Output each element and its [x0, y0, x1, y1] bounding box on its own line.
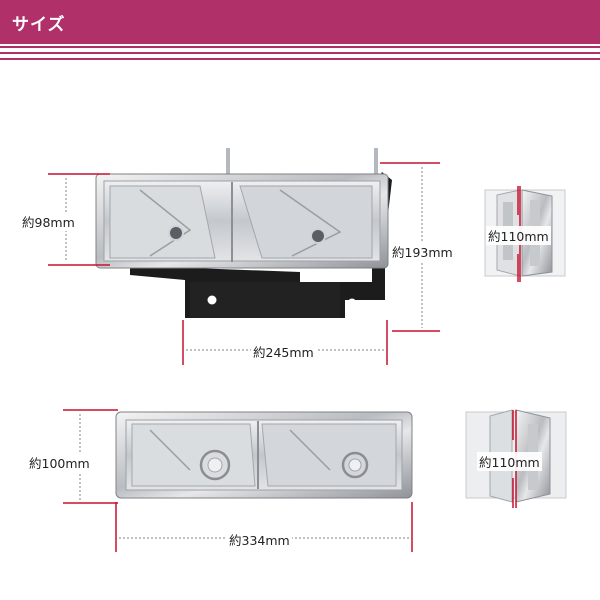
label-headlight-height: 約98mm — [20, 212, 77, 231]
corner-light-image — [115, 411, 413, 499]
label-corner-height: 約100mm — [27, 453, 92, 472]
label-corner-width: 約334mm — [227, 530, 292, 549]
section-header: サイズ — [0, 0, 600, 44]
header-stripes — [0, 46, 600, 64]
label-headlight-depth: 約110mm — [486, 226, 551, 245]
section-title: サイズ — [12, 15, 66, 35]
label-corner-depth: 約110mm — [477, 452, 542, 471]
dimension-headlight-width — [182, 320, 388, 365]
headlight-image — [95, 148, 392, 318]
dimension-corner-height — [63, 409, 118, 504]
label-headlight-total-height: 約193mm — [390, 242, 455, 261]
label-headlight-width: 約245mm — [251, 342, 316, 361]
